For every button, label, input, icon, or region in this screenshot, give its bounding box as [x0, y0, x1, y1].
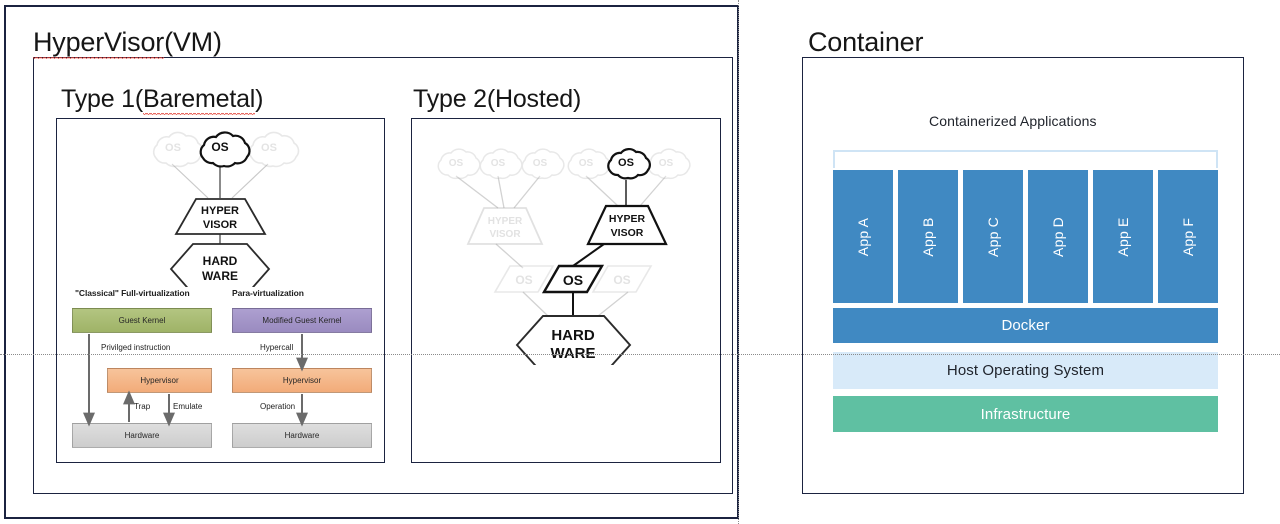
svg-text:HYPER: HYPER — [488, 216, 523, 227]
type2-os-cloud-3: OS — [521, 148, 565, 180]
type1-title-prefix: Type 1( — [61, 85, 143, 113]
classical-hypervisor-box: Hypervisor — [107, 368, 212, 393]
type1-hypervisor-shape: HYPER VISOR — [174, 198, 267, 235]
app-box-b[interactable]: App B — [898, 170, 958, 303]
type2-os-cloud-4: OS — [567, 148, 611, 180]
app-box-f-label: App F — [1180, 217, 1196, 256]
type1-title-spell-word: Baremetal — [142, 85, 256, 115]
hypervisor-title-suffix: (VM) — [164, 27, 222, 57]
hypervisor-title-spell-word: HyperVisor — [33, 27, 165, 59]
app-box-e[interactable]: App E — [1093, 170, 1153, 303]
svg-text:OS: OS — [449, 158, 464, 169]
app-box-c[interactable]: App C — [963, 170, 1023, 303]
app-box-a-label: App A — [855, 217, 871, 256]
type2-host-os-right: OS — [591, 265, 653, 293]
privileged-instruction-label: Privilged instruction — [101, 343, 171, 352]
type2-os-cloud-active: OS — [607, 147, 651, 180]
app-box-a[interactable]: App A — [833, 170, 893, 303]
type2-hypervisor-shape-active: HYPER VISOR — [586, 204, 668, 246]
svg-text:OS: OS — [613, 273, 630, 287]
svg-text:OS: OS — [165, 142, 181, 154]
type1-hardware-shape: HARD WARE — [169, 243, 271, 287]
containerized-apps-bracket — [833, 150, 1218, 168]
horizontal-alignment-guide — [0, 354, 1280, 355]
modified-guest-kernel-box: Modified Guest Kernel — [232, 308, 372, 333]
trap-label: Trap — [134, 402, 151, 411]
svg-text:VISOR: VISOR — [489, 229, 521, 240]
svg-text:OS: OS — [659, 158, 674, 169]
classical-full-virtualization-title: "Classical" Full-virtualization — [75, 288, 190, 298]
svg-text:OS: OS — [563, 272, 583, 288]
type1-os-cloud-left: OS — [152, 131, 204, 168]
svg-text:HARD: HARD — [203, 254, 238, 268]
svg-text:HYPER: HYPER — [201, 205, 239, 217]
svg-text:OS: OS — [515, 273, 532, 287]
app-box-f[interactable]: App F — [1158, 170, 1218, 303]
svg-text:HARD: HARD — [551, 327, 594, 344]
emulate-label: Emulate — [173, 402, 203, 411]
app-box-c-label: App C — [985, 216, 1001, 257]
infrastructure-layer[interactable]: Infrastructure — [833, 396, 1218, 432]
para-hardware-box: Hardware — [232, 423, 372, 448]
type1-os-cloud-right: OS — [248, 131, 300, 168]
type2-os-cloud-2: OS — [479, 148, 523, 180]
type2-hardware-shape: HARD WARE — [515, 315, 632, 365]
svg-text:OS: OS — [579, 158, 594, 169]
type1-virtualization-panel: "Classical" Full-virtualization Guest Ke… — [72, 288, 374, 453]
type1-os-cloud-active: OS — [199, 131, 251, 168]
app-box-d[interactable]: App D — [1028, 170, 1088, 303]
svg-text:OS: OS — [211, 140, 228, 154]
type1-title: Type 1(Baremetal) — [61, 85, 264, 115]
app-box-b-label: App B — [920, 216, 936, 257]
app-box-d-label: App D — [1050, 216, 1066, 257]
type2-hypervisor-shape-faded: HYPER VISOR — [466, 207, 544, 245]
container-panel-title: Container — [808, 27, 924, 57]
hypercall-label: Hypercall — [260, 343, 294, 352]
type2-os-cloud-1: OS — [437, 148, 481, 180]
svg-text:VISOR: VISOR — [203, 219, 237, 231]
vertical-alignment-guide — [738, 0, 739, 524]
para-hypervisor-box: Hypervisor — [232, 368, 372, 393]
svg-text:WARE: WARE — [202, 269, 238, 283]
svg-text:VISOR: VISOR — [611, 227, 644, 239]
type2-host-os-left: OS — [493, 265, 555, 293]
type1-title-suffix: ) — [255, 85, 264, 113]
svg-text:WARE: WARE — [551, 345, 596, 362]
operation-label: Operation — [260, 402, 296, 411]
app-box-e-label: App E — [1115, 216, 1131, 257]
svg-text:OS: OS — [533, 158, 548, 169]
type2-vector-diagram: OS OS OS OS OS OS — [437, 147, 691, 365]
containerized-applications-heading: Containerized Applications — [929, 113, 1097, 129]
type2-host-os-active: OS — [541, 264, 605, 294]
docker-layer[interactable]: Docker — [833, 308, 1218, 343]
svg-text:OS: OS — [491, 158, 506, 169]
type2-os-cloud-6: OS — [647, 148, 691, 180]
type1-vector-diagram: OS OS OS HYPER VISOR HARD WARE — [152, 131, 300, 287]
type2-title: Type 2(Hosted) — [413, 85, 582, 113]
guest-kernel-box: Guest Kernel — [72, 308, 212, 333]
svg-text:HYPER: HYPER — [609, 213, 646, 225]
classical-hardware-box: Hardware — [72, 423, 212, 448]
para-virtualization-title: Para-virtualization — [232, 288, 304, 298]
svg-text:OS: OS — [261, 142, 277, 154]
svg-text:OS: OS — [618, 157, 634, 169]
hypervisor-panel-title: HyperVisor(VM) — [33, 27, 222, 59]
host-operating-system-layer[interactable]: Host Operating System — [833, 352, 1218, 389]
